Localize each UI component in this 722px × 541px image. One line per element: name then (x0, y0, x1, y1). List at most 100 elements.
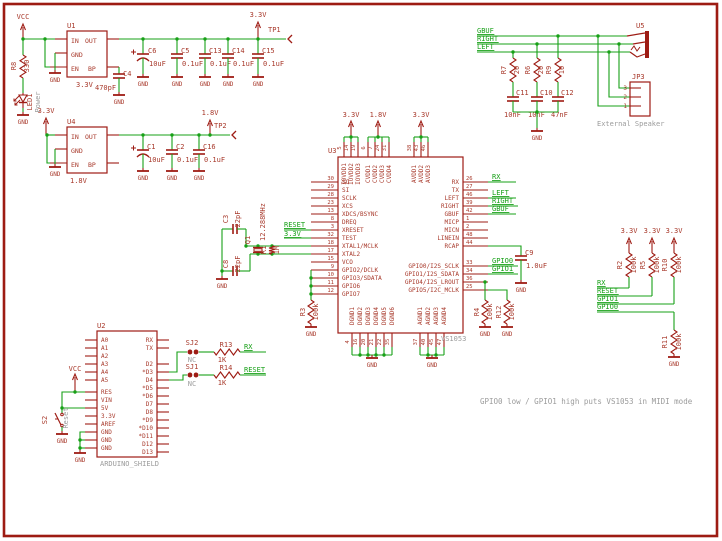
label: C8 (222, 260, 230, 268)
label: GND (71, 51, 83, 59)
label: 1.8V (202, 109, 220, 117)
u3-part-label: VS1053 (441, 335, 466, 343)
label: 21 (369, 339, 375, 346)
wire (618, 44, 630, 89)
label: XRESET (342, 227, 364, 234)
label: GPIO6 (342, 283, 360, 290)
label: IOVDD1 (341, 163, 348, 185)
label: 46 (466, 192, 473, 198)
label: DGND6 (389, 307, 396, 325)
wire (46, 135, 50, 164)
r2-resistor (625, 252, 633, 278)
label: 5 (337, 146, 343, 149)
label: 28 (327, 192, 334, 198)
u5-ref: U5 (636, 22, 644, 30)
led1-icon (14, 102, 18, 106)
junction-dot (434, 353, 438, 357)
sj2-solder-jumper-icon (193, 349, 199, 355)
label: AGND4 (441, 307, 448, 325)
vcc-label: VCC (17, 13, 30, 21)
label: 12.288MHz (259, 203, 267, 241)
junction-dot (376, 135, 380, 139)
net-left-label: LEFT (492, 189, 510, 197)
label: 100k (508, 303, 516, 321)
ground-icon: GND (532, 135, 543, 142)
label: 10nF (504, 111, 521, 119)
r4-resistor (481, 299, 489, 325)
label: S2 (41, 416, 49, 424)
label: CVDD1 (365, 165, 372, 183)
label: *D6 (142, 393, 153, 400)
r5-resistor (648, 252, 656, 278)
ground-icon: GND (516, 287, 527, 294)
wire (169, 374, 187, 381)
sj2-solder-jumper-icon (187, 349, 193, 355)
r1-resistor (268, 245, 276, 255)
label: RX (452, 179, 460, 186)
label: 22pF (234, 256, 242, 273)
wire (608, 52, 630, 98)
label: 20 (513, 66, 521, 74)
ground-icon: GND (75, 457, 86, 464)
label: GND (71, 147, 83, 155)
label: 0.1uF (233, 60, 254, 68)
label: 3.3V (621, 227, 639, 235)
midi-mode-note: GPIO0 low / GPIO1 high puts VS1053 in MI… (480, 397, 693, 406)
label: DREQ (342, 219, 357, 226)
r11-resistor (670, 329, 678, 355)
r10-resistor (670, 252, 678, 278)
label: 3.3V (250, 11, 268, 19)
label: 100k (675, 333, 683, 351)
r8-resistor (18, 54, 28, 79)
ground-icon: GND (172, 81, 183, 88)
net-right-label: RIGHT (477, 35, 499, 43)
label: TEST (342, 235, 357, 242)
label: 10 (327, 272, 334, 278)
junction-dot (309, 292, 313, 296)
vcc-arrow-icon (19, 22, 27, 31)
label: DGND5 (381, 307, 388, 325)
junction-dot (607, 50, 611, 54)
label: 100k (653, 256, 661, 274)
label: GPIO3/SDATA (342, 275, 382, 282)
label: AVDD3 (425, 165, 432, 183)
supply-arrow-icon (625, 236, 633, 245)
u3-ref: U3 (328, 147, 336, 155)
label: GPIO4/I2S_LROUT (405, 279, 460, 286)
label: NC (188, 380, 196, 388)
label: 24 (375, 144, 381, 151)
label: SCLK (342, 195, 357, 202)
u5-audio-jack-icon (626, 32, 646, 37)
label: R7 (500, 66, 508, 74)
label: 20 (537, 66, 545, 74)
label: LINEIN (437, 235, 459, 242)
supply-arrow-icon (71, 372, 79, 381)
label: 26 (466, 176, 473, 182)
label: 3.3V (666, 227, 684, 235)
label: 36 (466, 276, 473, 282)
label: AVDD2 (418, 165, 425, 183)
net-rx-label: RX (244, 343, 253, 351)
label: GPIO5/I2C_MCLK (408, 287, 459, 294)
label: 3.3V (413, 111, 431, 119)
s2-reset-switch-icon (60, 412, 64, 417)
label: R2 (616, 261, 624, 269)
label: 38 (407, 145, 413, 152)
label: 16 (353, 339, 359, 346)
sj1-solder-jumper-icon (193, 372, 199, 378)
label: R12 (495, 306, 503, 319)
label: 47 (437, 339, 443, 346)
led1-icon (13, 95, 20, 102)
net-reset-label: RESET (244, 366, 266, 374)
label: SJ2 (186, 339, 199, 347)
ground-icon: GND (57, 438, 68, 445)
label: GPIO1/I2S_SDATA (405, 271, 460, 278)
r3-resistor (307, 299, 315, 325)
wire (44, 39, 50, 68)
u5-audio-jack-icon (645, 31, 649, 58)
label: 10 (558, 66, 566, 74)
ground-icon: GND (167, 175, 178, 182)
label: D7 (146, 401, 154, 408)
label: 100k (675, 256, 683, 274)
label: 20 (361, 339, 367, 346)
